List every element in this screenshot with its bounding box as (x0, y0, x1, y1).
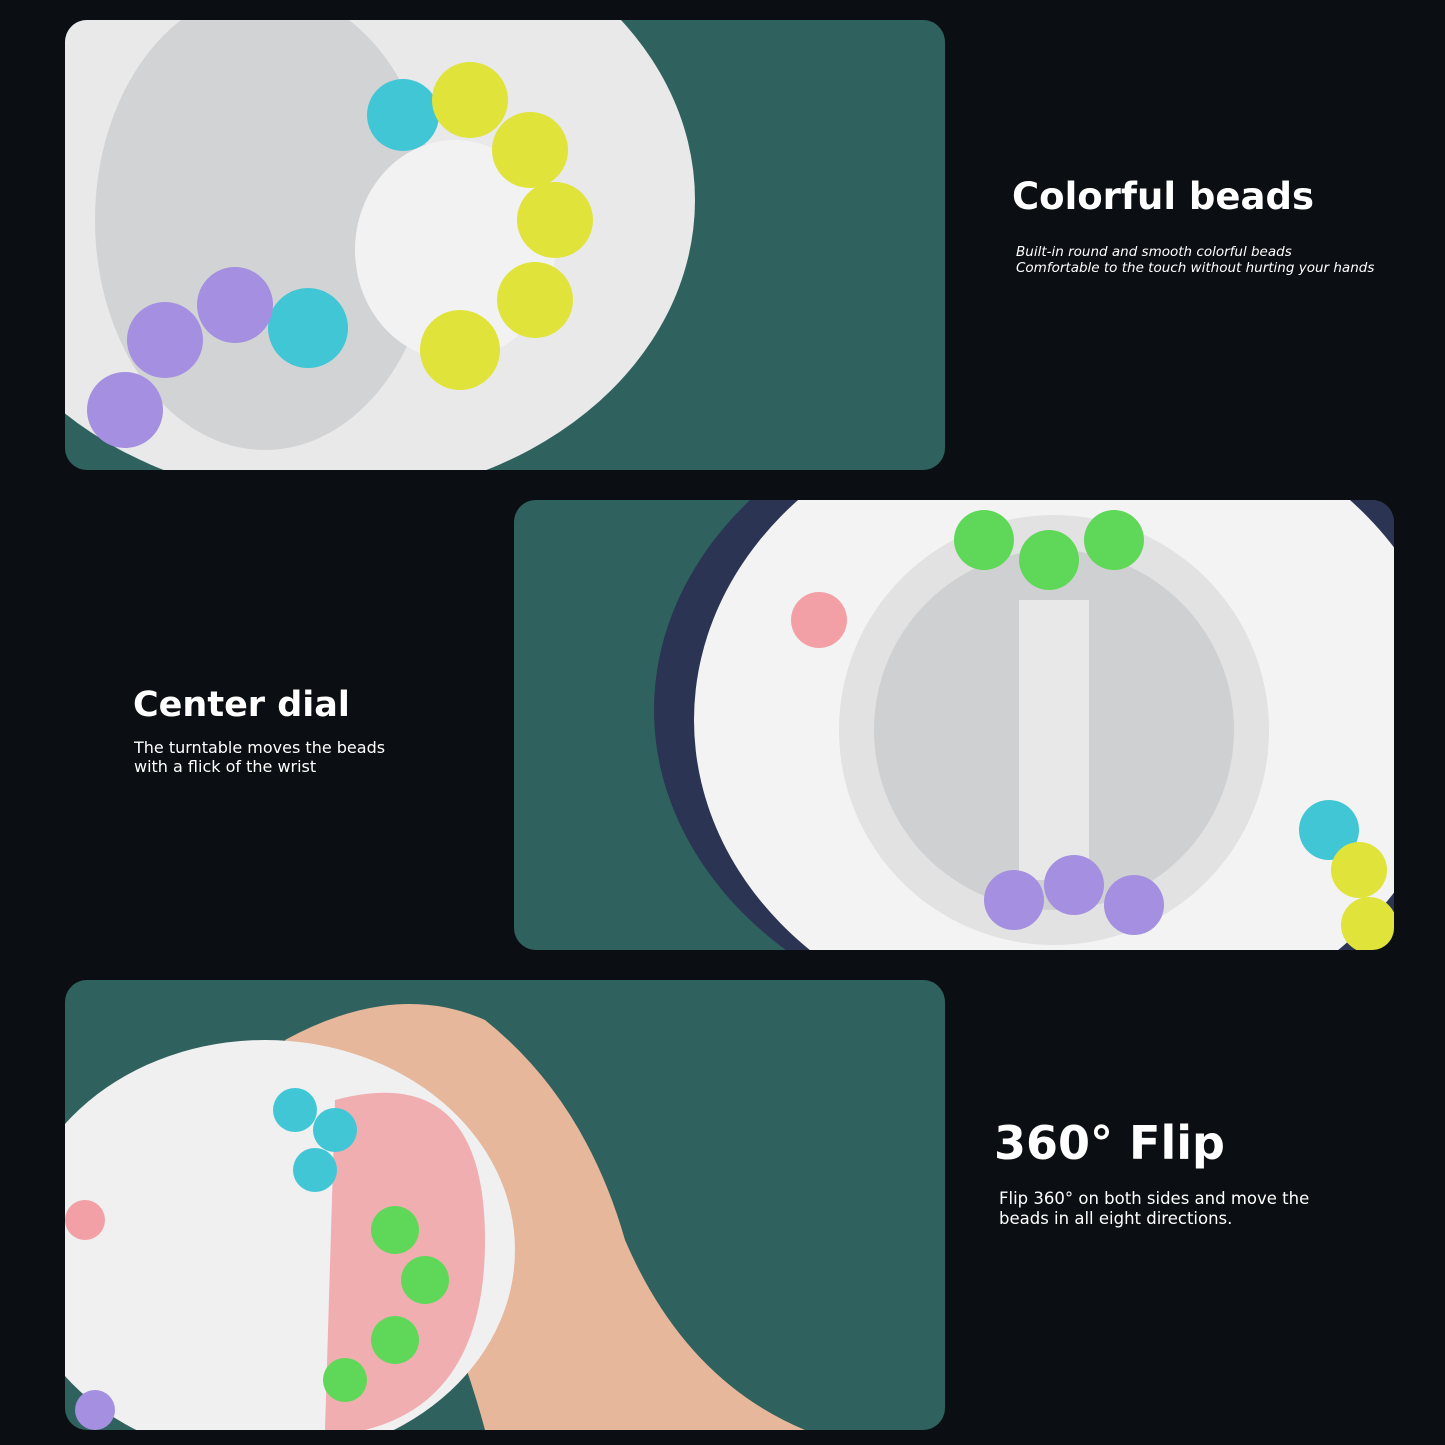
hand-holding-puzzle-image (65, 1004, 805, 1430)
product-photo-center-dial (514, 500, 1394, 950)
product-photo-360-flip (65, 980, 945, 1430)
feature-title: Center dial (133, 685, 350, 725)
feature-title: Colorful beads (1012, 175, 1314, 218)
feature-description: The turntable moves the beads with a fli… (134, 738, 386, 777)
center-dial-image (654, 500, 1394, 950)
product-photo-colorful-beads (65, 20, 945, 470)
feature-description: Flip 360° on both sides and move the bea… (999, 1189, 1310, 1228)
feature-title: 360° Flip (994, 1116, 1225, 1170)
feature-description: Built-in round and smooth colorful beads… (1016, 244, 1375, 277)
bead-puzzle-closeup-image (65, 20, 695, 470)
